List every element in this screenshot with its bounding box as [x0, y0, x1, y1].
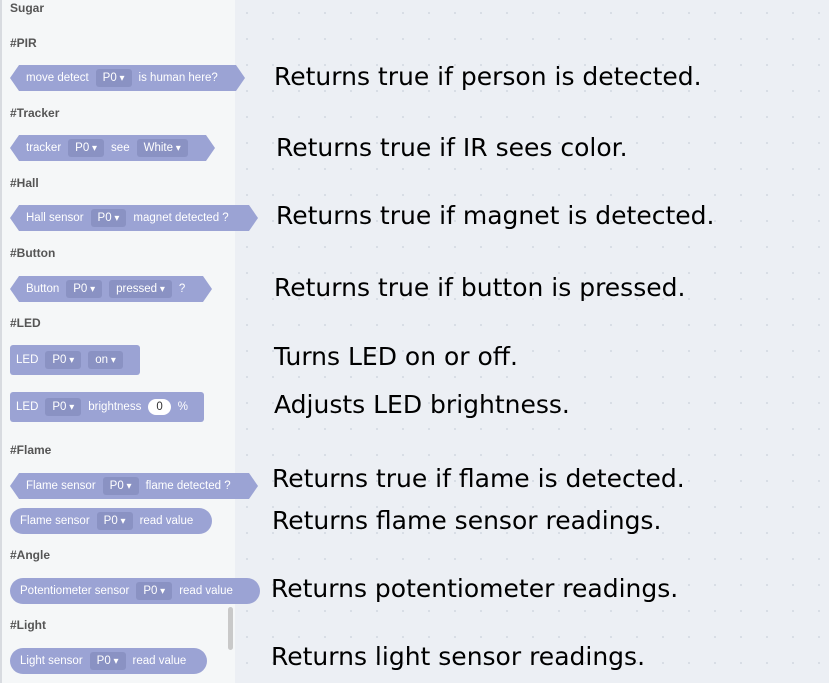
block-label: magnet detected ?: [133, 212, 229, 224]
annotation-led-brightness: Adjusts LED brightness.: [274, 390, 570, 419]
category-hall: #Hall: [10, 176, 39, 190]
block-label: Button: [26, 283, 60, 295]
state-dropdown[interactable]: pressed: [109, 280, 172, 298]
pin-dropdown[interactable]: P0: [103, 477, 139, 495]
block-label: LED: [16, 401, 39, 413]
block-flyout: Sugar #PIR move detect P0 is human here?…: [0, 0, 260, 683]
annotation-pir: Returns true if person is detected.: [274, 62, 702, 91]
annotation-tracker: Returns true if IR sees color.: [276, 133, 628, 162]
block-label: Flame sensor: [26, 480, 96, 492]
pin-dropdown[interactable]: P0: [91, 209, 127, 227]
block-label: read value: [139, 515, 194, 527]
pin-dropdown[interactable]: P0: [96, 69, 132, 87]
block-flame-detect[interactable]: Flame sensor P0 flame detected ?: [10, 473, 258, 499]
block-label: flame detected ?: [145, 480, 231, 492]
annotation-light: Returns light sensor readings.: [271, 642, 646, 671]
block-label: Hall sensor: [26, 212, 84, 224]
annotation-button: Returns true if button is pressed.: [274, 273, 686, 302]
block-label: Potentiometer sensor: [20, 585, 130, 597]
pin-dropdown[interactable]: P0: [96, 512, 133, 530]
block-label: move detect: [26, 72, 89, 84]
block-hall[interactable]: Hall sensor P0 magnet detected ?: [10, 205, 258, 231]
category-button: #Button: [10, 246, 56, 260]
block-label: is human here?: [138, 72, 218, 84]
annotation-potentiometer: Returns potentiometer readings.: [271, 574, 679, 603]
block-light[interactable]: Light sensor P0 read value: [10, 648, 207, 674]
block-tracker[interactable]: tracker P0 see White: [10, 135, 215, 161]
block-button[interactable]: Button P0 pressed ?: [10, 276, 212, 302]
block-pir[interactable]: move detect P0 is human here?: [10, 65, 245, 91]
block-label: see: [111, 142, 130, 154]
block-label: brightness: [88, 401, 142, 413]
state-dropdown[interactable]: on: [88, 351, 123, 369]
category-flame: #Flame: [10, 443, 52, 457]
flyout-scrollbar[interactable]: [228, 607, 233, 650]
pin-dropdown[interactable]: P0: [136, 582, 173, 600]
block-label: read value: [179, 585, 233, 597]
category-light: #Light: [10, 618, 46, 632]
annotation-flame-value: Returns flame sensor readings.: [272, 506, 662, 535]
annotation-led: Turns LED on or off.: [274, 342, 518, 371]
pin-dropdown[interactable]: P0: [68, 139, 104, 157]
block-label: ?: [178, 283, 186, 295]
block-flame-value[interactable]: Flame sensor P0 read value: [10, 508, 212, 534]
color-dropdown[interactable]: White: [137, 139, 188, 157]
block-label: Flame sensor: [20, 515, 90, 527]
block-led[interactable]: LED P0 on: [10, 345, 140, 375]
flyout-title: Sugar: [10, 1, 45, 15]
annotation-hall: Returns true if magnet is detected.: [276, 201, 715, 230]
block-label: tracker: [26, 142, 62, 154]
block-label: read value: [132, 655, 187, 667]
block-label: LED: [16, 354, 39, 366]
category-angle: #Angle: [10, 548, 51, 562]
block-label: Light sensor: [20, 655, 83, 667]
category-pir: #PIR: [10, 36, 37, 50]
brightness-input[interactable]: 0: [148, 399, 171, 415]
pin-dropdown[interactable]: P0: [45, 398, 82, 416]
block-potentiometer[interactable]: Potentiometer sensor P0 read value: [10, 578, 260, 604]
category-tracker: #Tracker: [10, 106, 60, 120]
block-label: %: [177, 401, 188, 413]
pin-dropdown[interactable]: P0: [45, 351, 82, 369]
pin-dropdown[interactable]: P0: [66, 280, 102, 298]
block-led-brightness[interactable]: LED P0 brightness 0 %: [10, 392, 204, 422]
annotation-flame-detect: Returns true if flame is detected.: [272, 464, 685, 493]
pin-dropdown[interactable]: P0: [89, 652, 126, 670]
category-led: #LED: [10, 316, 41, 330]
